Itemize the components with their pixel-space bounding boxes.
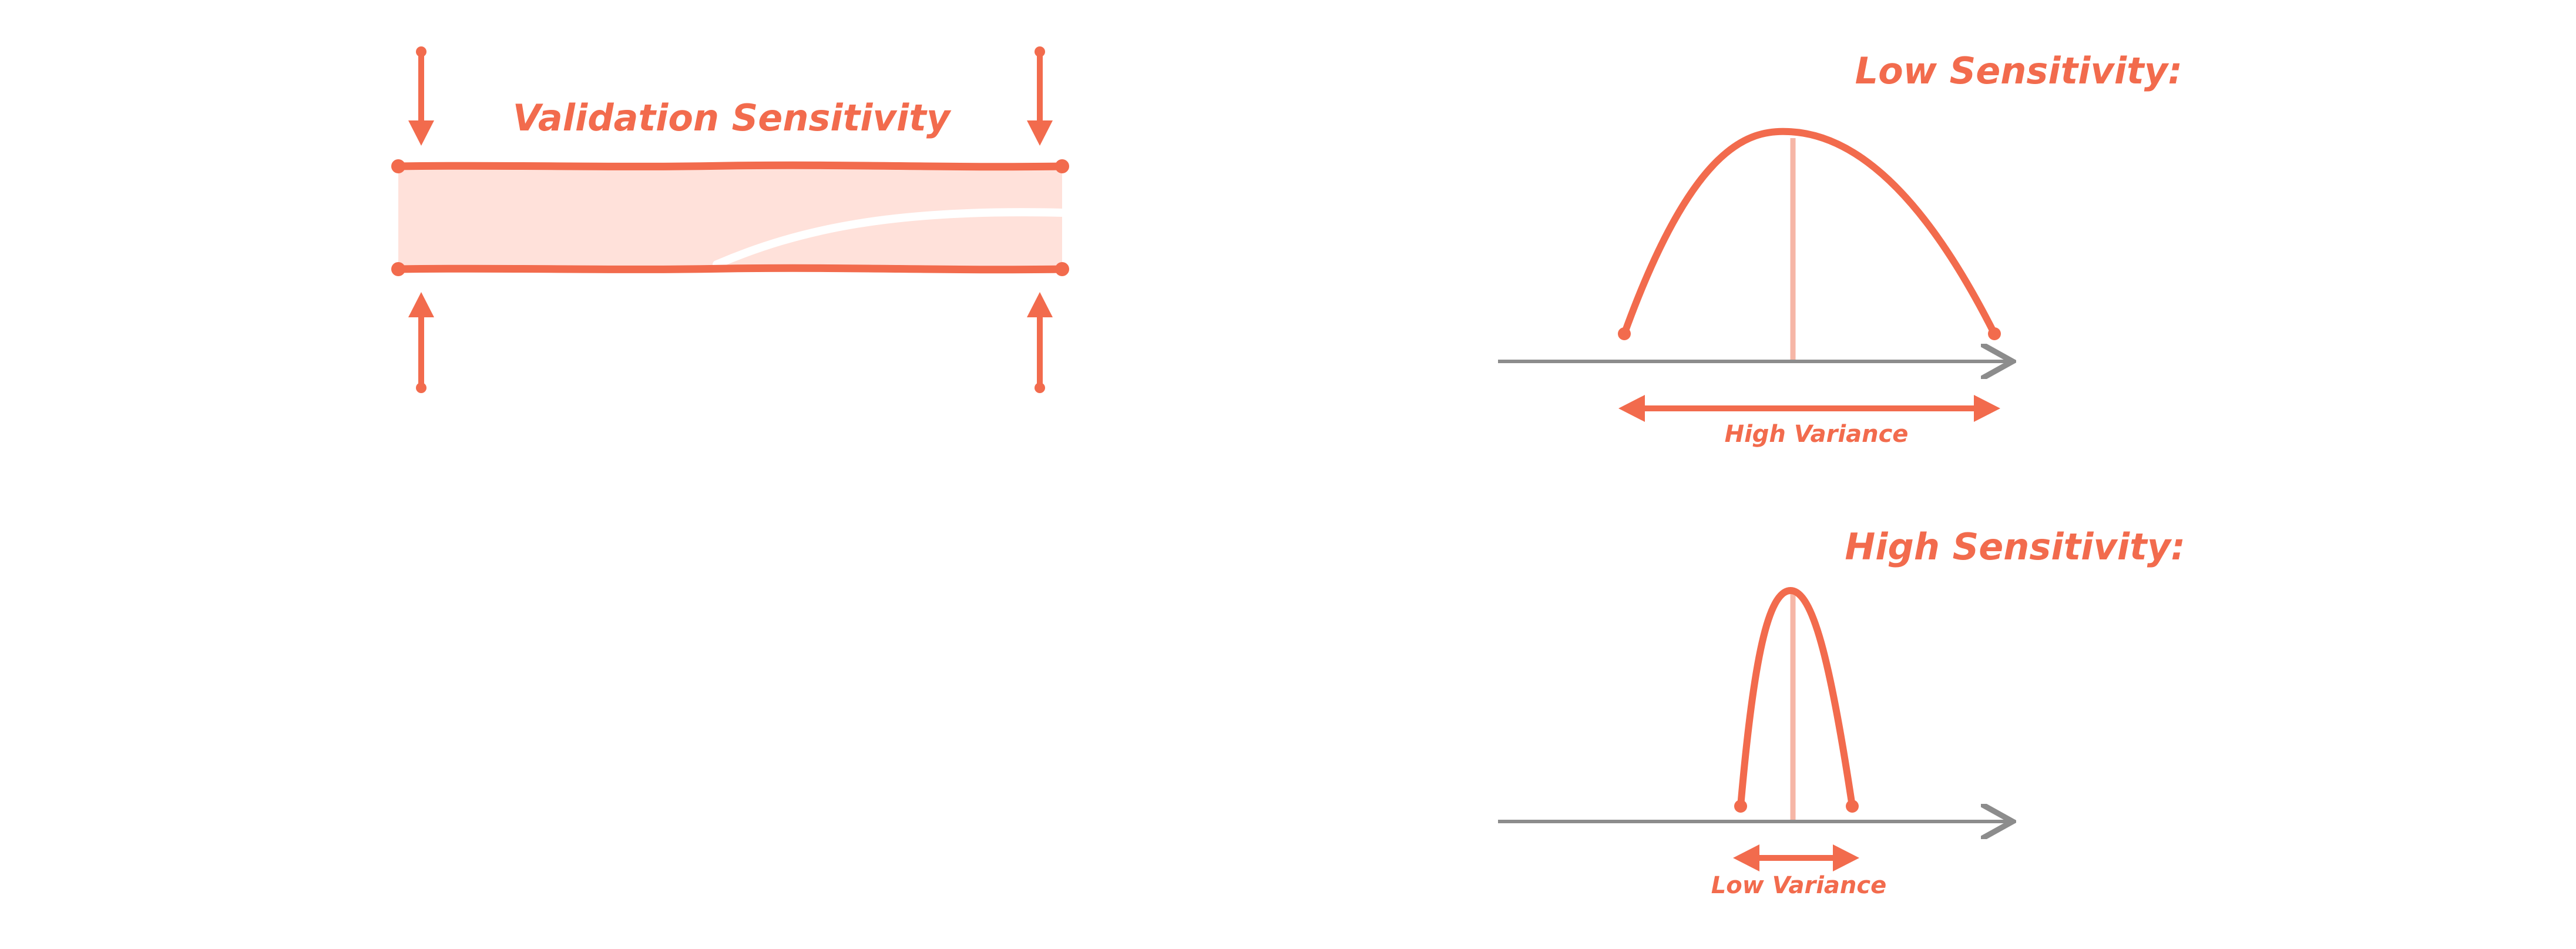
validation-sensitivity-title: Validation Sensitivity: [513, 96, 952, 139]
squeeze-arrow-down-right: [1027, 46, 1053, 146]
squeeze-arrow-down-left: [408, 46, 434, 146]
narrow-bell-curve: [1737, 587, 1856, 810]
band-corner-dot: [391, 262, 405, 276]
band-corner-dot: [391, 159, 405, 173]
low-sensitivity-title: Low Sensitivity:: [1855, 49, 2182, 92]
low-sensitivity-panel: Low Sensitivity: High Variance: [1498, 49, 2182, 448]
validation-band: [398, 166, 1062, 269]
high-variance-label: High Variance: [1725, 421, 1909, 448]
band-corner-dot: [1055, 262, 1069, 276]
curve-end-dot: [1618, 327, 1631, 340]
curve-end-dot: [1734, 800, 1747, 813]
high-variance-range-arrow: [1618, 395, 2000, 422]
high-sensitivity-panel: High Sensitivity: Low Variance: [1498, 525, 2185, 899]
curve-end-dot: [1988, 327, 2001, 340]
wide-bell-curve: [1621, 128, 1998, 337]
low-variance-label: Low Variance: [1711, 872, 1886, 899]
squeeze-arrow-up-left: [408, 292, 434, 393]
band-top-border: [394, 161, 1066, 171]
squeeze-arrow-up-right: [1027, 292, 1053, 393]
band-highlight-curve: [713, 208, 1066, 269]
band-corner-dot: [1055, 159, 1069, 173]
high-sensitivity-title: High Sensitivity:: [1845, 525, 2185, 568]
validation-sensitivity-panel: Validation Sensitivity: [391, 46, 1069, 393]
band-bottom-border: [394, 264, 1066, 274]
low-variance-range-arrow: [1733, 844, 1859, 871]
curve-end-dot: [1846, 800, 1859, 813]
